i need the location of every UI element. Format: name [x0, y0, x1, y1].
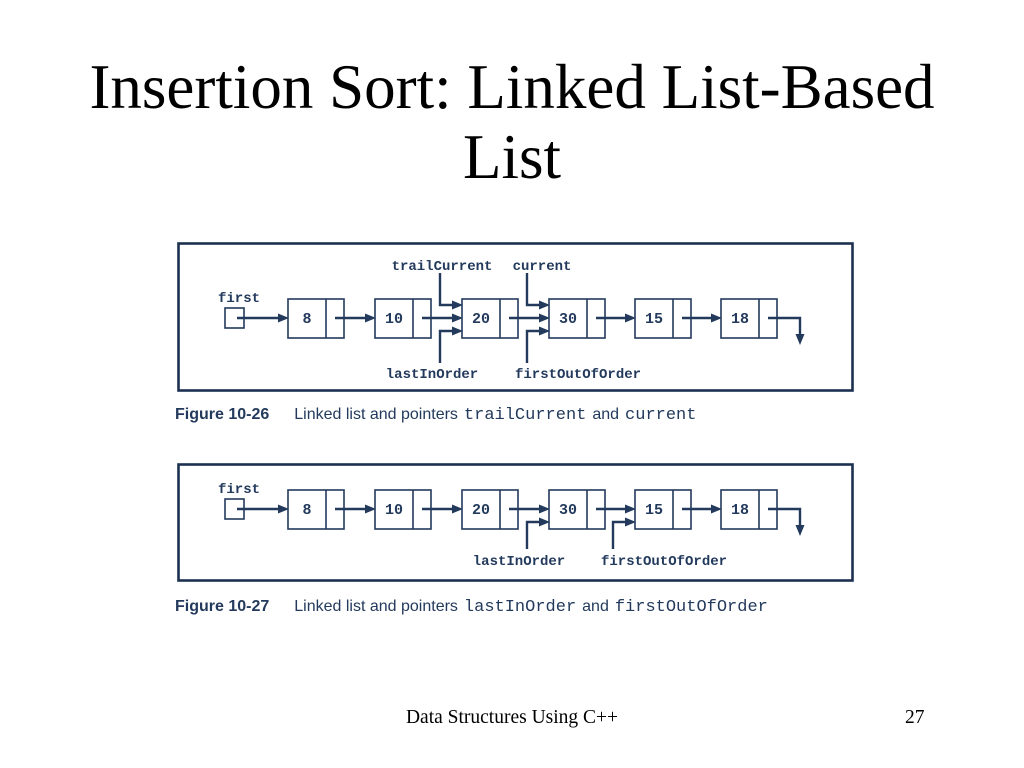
node-value: 30	[559, 502, 577, 519]
linked-list-diagram-figure-10-27: first 8 10 20 30 15 18 lastInOrder firstOutOfOrd…	[177, 463, 854, 587]
list-node-box	[634, 489, 692, 530]
bottom-pointer-arrowhead	[539, 517, 550, 527]
node-value: 20	[472, 311, 490, 328]
node-value: 10	[385, 502, 403, 519]
figure-10-27-svg: first 8 10 20 30 15 18 lastInOrder firstOutOfOrd…	[177, 463, 854, 582]
bottom-pointer-label: lastInOrder	[473, 554, 565, 570]
caption-text: Linked list and pointers	[294, 406, 458, 423]
next-link-arrowhead	[625, 313, 636, 323]
next-link-arrowhead	[539, 313, 550, 323]
node-value: 30	[559, 311, 577, 328]
bottom-pointer-arrow	[525, 520, 541, 549]
node-value: 10	[385, 311, 403, 328]
bottom-pointer-label: firstOutOfOrder	[515, 367, 641, 383]
end-of-list-arrowhead	[795, 334, 805, 345]
head-pointer-arrowhead	[278, 504, 289, 514]
caption-conjunction: and	[582, 598, 609, 615]
linked-list-diagram-figure-10-26: first 8 10 20 30 15 18 trailCurrent current lastI…	[177, 242, 854, 397]
top-pointer-arrowhead	[539, 300, 550, 310]
node-value: 20	[472, 502, 490, 519]
node-value: 15	[645, 502, 663, 519]
figure-number-label: Figure 10-27	[175, 598, 270, 615]
bottom-pointer-arrowhead	[625, 517, 636, 527]
bottom-pointer-arrow	[438, 329, 454, 363]
figure-number-label: Figure 10-26	[175, 406, 270, 423]
bottom-pointer-label: firstOutOfOrder	[601, 554, 727, 570]
next-link-arrowhead	[452, 313, 463, 323]
node-value: 18	[731, 502, 749, 519]
top-pointer-arrow	[525, 273, 541, 307]
bottom-pointer-arrow	[611, 520, 627, 549]
caption-figure-10-27: Figure 10-27 Linked list and pointers la…	[175, 598, 768, 617]
footer-title: Data Structures Using C++	[405, 707, 619, 728]
next-link-arrowhead	[365, 313, 376, 323]
figure-10-26-svg: first 8 10 20 30 15 18 trailCurrent current lastI…	[177, 242, 854, 392]
slide-page-number: 27	[905, 707, 925, 728]
bottom-pointer-arrowhead	[452, 326, 463, 336]
caption-text: Linked list and pointers	[294, 598, 458, 615]
caption-code-trailcurrent: trailCurrent	[463, 406, 587, 425]
bottom-pointer-label: lastInOrder	[386, 367, 478, 383]
list-node-box	[374, 489, 432, 530]
list-node-box	[287, 489, 345, 530]
end-of-list-arrow	[768, 316, 802, 334]
node-value: 18	[731, 311, 749, 328]
caption-conjunction: and	[592, 406, 620, 423]
next-link-arrowhead	[452, 504, 463, 514]
next-link-arrowhead	[711, 313, 722, 323]
head-pointer-label: first	[218, 291, 260, 307]
head-pointer-label: first	[218, 482, 260, 498]
next-link-arrowhead	[539, 504, 550, 514]
slide-title: Insertion Sort: Linked List-Based List	[89, 52, 935, 192]
top-pointer-arrow	[438, 273, 454, 307]
caption-figure-10-26: Figure 10-26 Linked list and pointers tr…	[175, 406, 696, 425]
next-link-arrowhead	[625, 504, 636, 514]
end-of-list-arrow	[768, 507, 802, 525]
bottom-pointer-arrow	[525, 329, 541, 363]
top-pointer-arrowhead	[452, 300, 463, 310]
caption-code-firstoutoforder: firstOutOfOrder	[614, 598, 768, 617]
head-pointer-arrowhead	[278, 313, 289, 323]
next-link-arrowhead	[365, 504, 376, 514]
top-pointer-label: current	[513, 259, 572, 275]
node-value: 15	[645, 311, 663, 328]
caption-code-current: current	[625, 406, 697, 425]
list-node-box	[461, 298, 519, 339]
node-value: 8	[302, 311, 311, 328]
end-of-list-arrowhead	[795, 525, 805, 536]
top-pointer-label: trailCurrent	[392, 259, 493, 275]
bottom-pointer-arrowhead	[539, 326, 550, 336]
caption-code-lastinorder: lastInOrder	[463, 598, 577, 617]
node-value: 8	[302, 502, 311, 519]
next-link-arrowhead	[711, 504, 722, 514]
